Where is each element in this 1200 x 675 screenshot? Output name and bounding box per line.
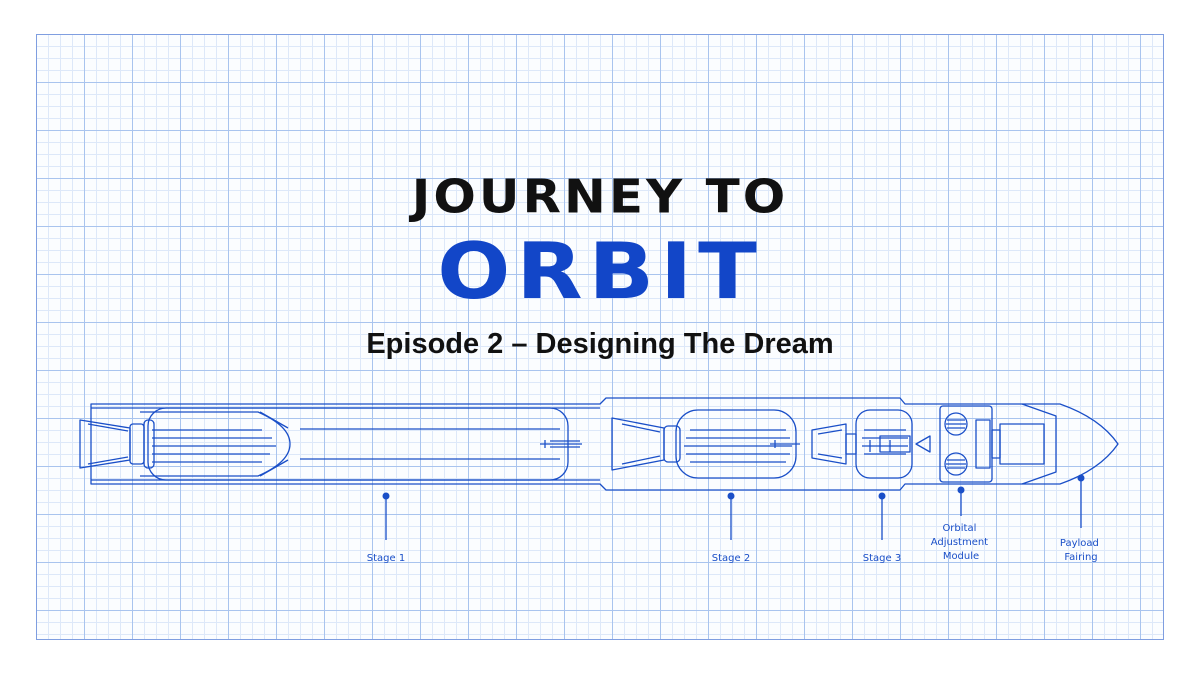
leader-lines (385, 478, 1082, 540)
leader-dot-fairing (1077, 474, 1085, 482)
leader-dot-stage-2 (727, 492, 735, 500)
payload (999, 403, 1057, 485)
leader-dot-oam (957, 486, 965, 494)
title-line-1: JOURNEY TO (411, 170, 789, 224)
label-stage-2: Stage 2 (712, 553, 750, 564)
stage-2-engine (611, 417, 681, 471)
stage-3 (811, 409, 913, 479)
label-fairing: Payload Fairing (1060, 538, 1102, 563)
label-oam-line-2: Adjustment (931, 537, 988, 548)
stage-1-tank (140, 407, 582, 481)
leader-dot-stage-1 (382, 492, 390, 500)
episode-subtitle: Episode 2 – Designing The Dream (366, 328, 834, 360)
blueprint-grid (36, 34, 1164, 640)
orbital-adjustment-module (915, 405, 1001, 483)
leader-dot-stage-3 (878, 492, 886, 500)
title-line-2: ORBIT (437, 227, 763, 317)
label-oam: Orbital Adjustment Module (931, 523, 992, 562)
label-oam-line-1: Orbital (942, 523, 976, 534)
label-fairing-line-1: Payload (1060, 538, 1099, 549)
label-stage-3: Stage 3 (863, 553, 901, 564)
label-fairing-line-2: Fairing (1064, 552, 1097, 563)
label-oam-line-3: Module (943, 551, 979, 562)
stage-2-tank (675, 409, 800, 479)
rocket-hull (90, 397, 1119, 491)
label-stage-1: Stage 1 (367, 553, 405, 564)
